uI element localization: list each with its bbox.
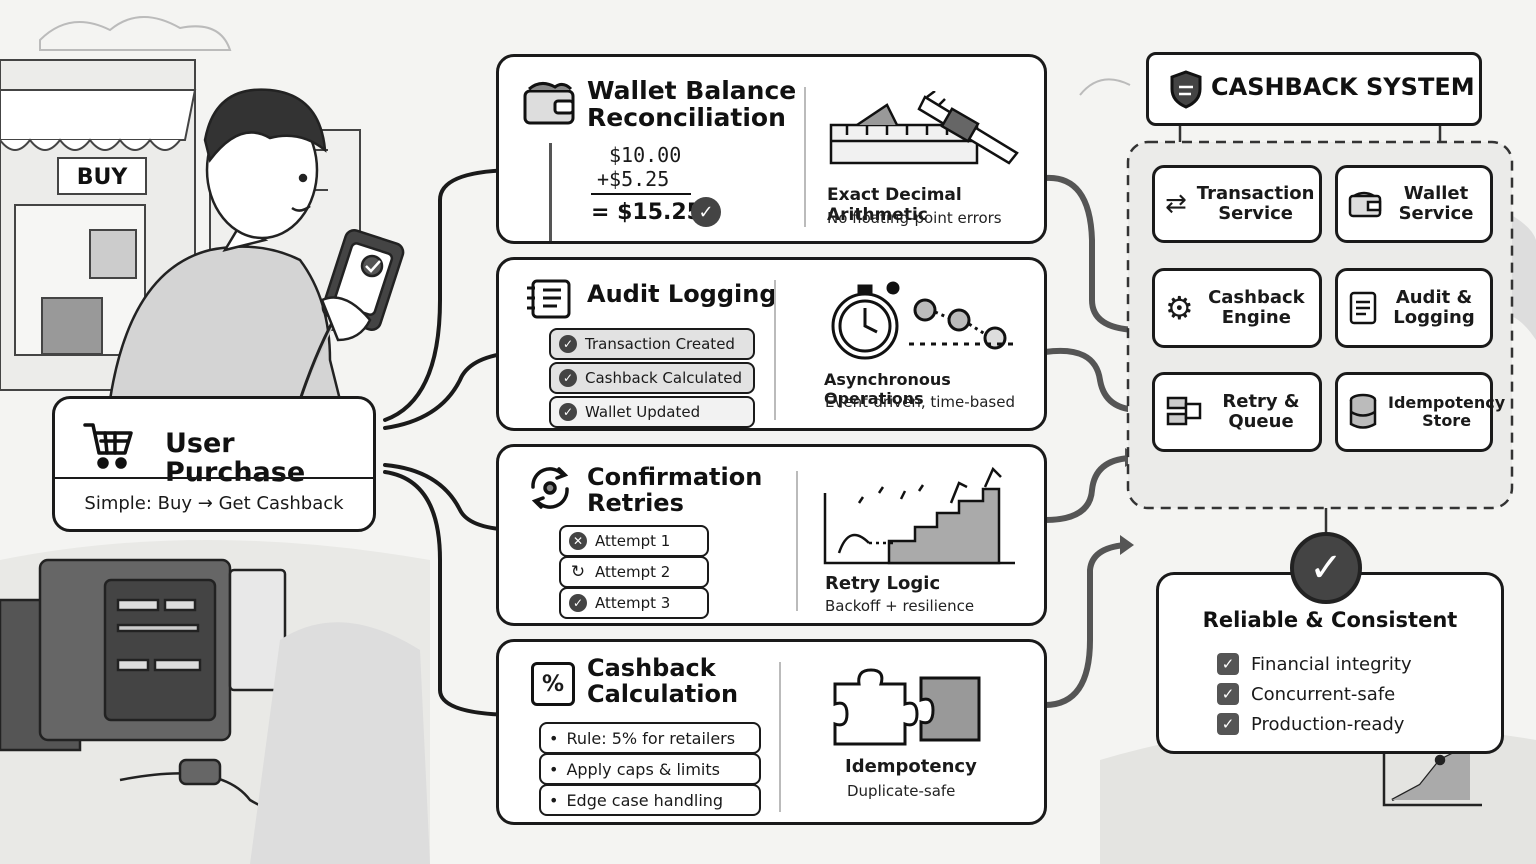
retry-feature-title: Retry Logic xyxy=(825,573,941,594)
idempotency-feature-subtitle: Duplicate-safe xyxy=(847,782,956,800)
transfer-arrows-icon: ⇄ xyxy=(1165,189,1187,219)
backoff-staircase-icon xyxy=(819,463,1019,567)
user-purchase-title: User Purchase xyxy=(165,428,306,489)
check-circle-icon: ✓ xyxy=(559,369,577,387)
checkbox-checked-icon: ✓ xyxy=(1217,653,1239,675)
decimal-feature-subtitle: No floating-point errors xyxy=(827,209,1002,227)
check-circle-icon: ✓ xyxy=(569,594,587,612)
rule-item: •Rule: 5% for retailers xyxy=(539,722,761,754)
puzzle-pieces-icon xyxy=(829,664,985,748)
retry-arrow-icon: ↻ xyxy=(570,562,586,582)
cashback-calculation-card[interactable]: % Cashback Calculation •Rule: 5% for ret… xyxy=(496,639,1047,825)
rule-item: •Edge case handling xyxy=(539,784,761,816)
rule-item: •Apply caps & limits xyxy=(539,753,761,785)
audit-logging-card[interactable]: Audit Logging ✓ Transaction Created ✓ Ca… xyxy=(496,257,1047,431)
result-item: ✓Production-ready xyxy=(1217,713,1404,735)
x-circle-icon: ✕ xyxy=(569,532,587,550)
document-icon xyxy=(1348,290,1378,326)
cloud-shape xyxy=(39,16,232,51)
big-check-circle-icon: ✓ xyxy=(1290,532,1362,604)
store-sign-text: BUY xyxy=(77,165,129,190)
audit-item: ✓ Cashback Calculated xyxy=(549,362,755,394)
result-title: Reliable & Consistent xyxy=(1202,608,1458,632)
confirmation-retries-card[interactable]: Confirmation Retries ✕ Attempt 1 ↻ Attem… xyxy=(496,444,1047,626)
audit-item: ✓ Wallet Updated xyxy=(549,396,755,428)
check-circle-icon: ✓ xyxy=(559,403,577,421)
system-connectors xyxy=(1042,174,1143,708)
system-title-box: CASHBACK SYSTEM xyxy=(1146,52,1482,126)
audit-item: ✓ Transaction Created xyxy=(549,328,755,360)
retry-feature-subtitle: Backoff + resilience xyxy=(825,597,975,615)
result-item: ✓Financial integrity xyxy=(1217,653,1412,675)
database-icon xyxy=(1348,393,1378,431)
wallet-icon xyxy=(521,79,577,127)
gear-icon: ⚙ xyxy=(1165,289,1194,327)
log-list-icon xyxy=(525,278,573,320)
wallet-icon xyxy=(1348,190,1382,218)
confirm-card-title: Confirmation Retries xyxy=(587,463,763,517)
refresh-cycle-icon xyxy=(525,463,575,513)
stopwatch-icon xyxy=(829,280,1029,366)
wallet-reconciliation-card[interactable]: Wallet Balance Reconciliation $10.00 +$5… xyxy=(496,54,1047,244)
user-purchase-subtitle: Simple: Buy → Get Cashback xyxy=(84,493,344,514)
checkbox-checked-icon: ✓ xyxy=(1217,713,1239,735)
shopping-cart-icon xyxy=(81,417,135,471)
async-feature-title: Asynchronous Operations xyxy=(824,370,951,408)
shield-icon xyxy=(1169,69,1203,109)
idempotency-feature-title: Idempotency xyxy=(845,756,977,777)
system-service-tile[interactable]: Retry &Queue xyxy=(1152,372,1322,452)
async-feature-subtitle: Event-driven, time-based xyxy=(825,393,1015,411)
person-illustration xyxy=(108,88,405,402)
checkbox-checked-icon: ✓ xyxy=(1217,683,1239,705)
system-service-tile[interactable]: Audit &Logging xyxy=(1335,268,1493,348)
check-circle-icon: ✓ xyxy=(691,197,721,227)
attempt-item: ✕ Attempt 1 xyxy=(559,525,709,557)
queue-icon xyxy=(1165,394,1203,430)
check-circle-icon: ✓ xyxy=(559,335,577,353)
audit-card-title: Audit Logging xyxy=(587,280,777,308)
wallet-line-1: $10.00 xyxy=(609,143,682,167)
decimal-feature-title: Exact Decimal Arithmetic xyxy=(827,185,962,225)
system-title: CASHBACK SYSTEM xyxy=(1211,73,1475,101)
attempt-item: ✓ Attempt 3 xyxy=(559,587,709,619)
user-purchase-card[interactable]: User Purchase Simple: Buy → Get Cashback xyxy=(52,396,376,532)
wallet-card-title: Wallet Balance Reconciliation xyxy=(587,76,797,132)
ruler-caliper-icon xyxy=(827,91,1037,173)
wallet-result: = $15.25 xyxy=(591,200,702,225)
wallet-line-2: +$5.25 xyxy=(597,167,670,191)
server-illustration xyxy=(0,558,430,864)
result-item: ✓Concurrent-safe xyxy=(1217,683,1395,705)
cashback-card-title: Cashback Calculation xyxy=(587,654,739,708)
attempt-item: ↻ Attempt 2 xyxy=(559,556,709,588)
percent-icon: % xyxy=(531,662,575,706)
